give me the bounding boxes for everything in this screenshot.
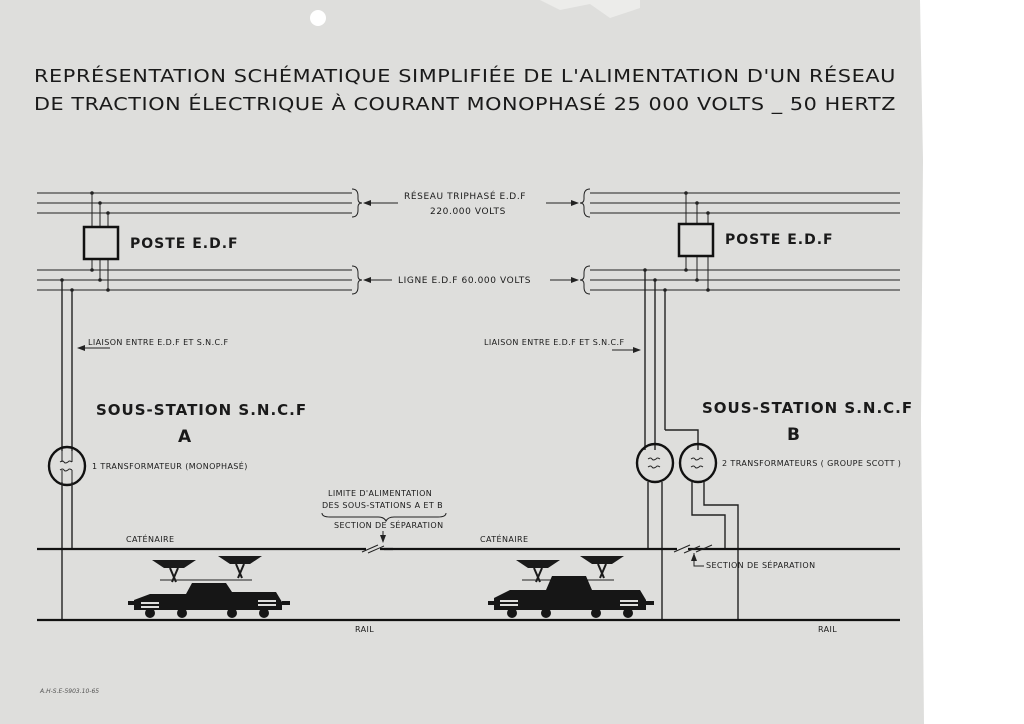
poste-right-label: POSTE E.D.F [725, 232, 834, 248]
grid-220kv-left [37, 188, 363, 218]
title-line-1: REPRÉSENTATION SCHÉMATIQUE SIMPLIFIÉE DE… [34, 65, 896, 87]
title-line-2: DE TRACTION ÉLECTRIQUE À COURANT MONOPHA… [34, 93, 896, 115]
section-right-label: SECTION DE SÉPARATION [706, 559, 815, 570]
poste-right-connections [684, 191, 710, 292]
transformer-b-2 [678, 442, 718, 484]
grid-220kv-right [579, 188, 900, 218]
transformer-b-1 [635, 442, 675, 484]
limit-label-line-1: LIMITE D'ALIMENTATION [328, 489, 432, 498]
rail-label-left: RAIL [355, 625, 374, 634]
poste-left-label: POSTE E.D.F [130, 236, 239, 252]
grid-label-line-2: 220.000 VOLTS [430, 207, 506, 217]
liaison-right-wires [643, 268, 699, 450]
limit-section-label: SECTION DE SÉPARATION [334, 519, 443, 530]
station-a-transformer-label: 1 TRANSFORMATEUR (MONOPHASÉ) [92, 460, 248, 471]
line-60kv-right [579, 265, 900, 295]
station-b-transformer-label: 2 TRANSFORMATEURS ( GROUPE SCOTT ) [722, 459, 901, 468]
poste-left-box [82, 225, 120, 261]
section-separation-mark-left [361, 544, 393, 554]
catenary-label-left: CATÉNAIRE [126, 533, 174, 544]
station-b-letter: B [787, 425, 800, 445]
station-a-letter: A [178, 427, 192, 447]
locomotive-left [128, 555, 290, 618]
torn-edge [540, 0, 640, 18]
section-separation-mark-right [673, 544, 713, 554]
transformer-a [47, 445, 87, 487]
liaison-left-wires [60, 278, 74, 451]
poste-left-connections [90, 191, 110, 292]
feeders-b [647, 482, 739, 620]
grid-label-line-1: RÉSEAU TRIPHASÉ E.D.F [404, 190, 526, 202]
limit-brace [321, 512, 447, 523]
catenary-label-right: CATÉNAIRE [480, 533, 528, 544]
station-a-name: SOUS-STATION S.N.C.F [96, 401, 307, 419]
limit-label-line-2: DES SOUS-STATIONS A ET B [322, 501, 443, 510]
line-60kv-left [37, 265, 363, 295]
punch-hole [310, 10, 326, 26]
liaison-right-label: LIAISON ENTRE E.D.F ET S.N.C.F [484, 338, 624, 347]
station-b-name: SOUS-STATION S.N.C.F [702, 399, 913, 417]
rail-label-right: RAIL [818, 625, 837, 634]
poste-right-box [677, 222, 715, 258]
paper-background [0, 0, 924, 724]
liaison-left-label: LIAISON ENTRE E.D.F ET S.N.C.F [88, 338, 228, 347]
locomotive-right [488, 555, 654, 618]
line-60kv-label: LIGNE E.D.F 60.000 VOLTS [398, 276, 531, 286]
reference-number: A.H-S.E-5903.10-65 [39, 688, 99, 695]
